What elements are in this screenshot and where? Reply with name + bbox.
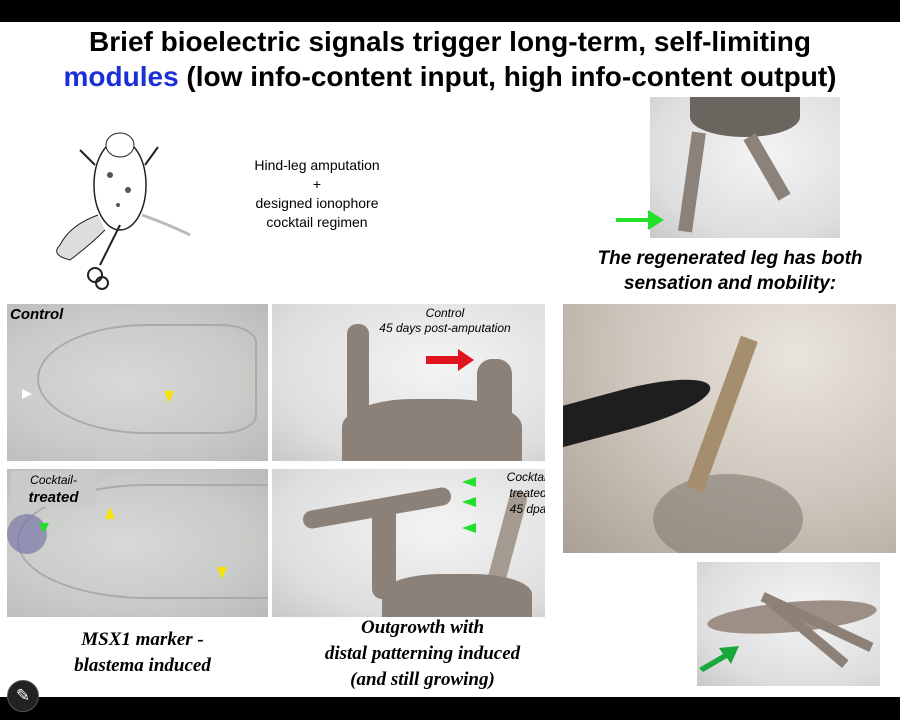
procedure-line: cocktail regimen <box>266 214 368 230</box>
caption-line: sensation and mobility: <box>623 273 837 294</box>
treated-frog-photo: Cocktail treated 45 dpa <box>272 469 545 617</box>
regenerated-leg-photo <box>650 97 840 238</box>
caption-line: The regenerated leg has both <box>597 248 863 269</box>
slide: Brief bioelectric signals trigger long-t… <box>0 22 900 697</box>
green-arrowhead-icon <box>39 523 49 533</box>
treated-photo-label: Cocktail treated 45 dpa <box>498 469 545 517</box>
sensation-test-photo <box>563 304 896 553</box>
green-arrowhead-icon <box>462 477 476 487</box>
title-line-1: Brief bioelectric signals trigger long-t… <box>89 26 811 57</box>
procedure-text: Hind-leg amputation + designed ionophore… <box>232 156 402 232</box>
edit-button[interactable]: ✎ <box>7 680 39 712</box>
caption-line: MSX1 marker - <box>81 629 204 650</box>
yellow-arrowhead-icon <box>105 507 115 519</box>
label-line: treated <box>28 489 79 506</box>
label-line: treated <box>509 486 545 500</box>
label-line: Cocktail- <box>30 473 77 487</box>
frog-illustration <box>56 132 191 290</box>
yellow-arrowhead-icon <box>164 391 174 403</box>
label-line: 45 dpa <box>509 502 545 516</box>
green-arrow-icon <box>616 210 664 230</box>
slide-title: Brief bioelectric signals trigger long-t… <box>0 24 900 94</box>
caption-line: (and still growing) <box>350 669 495 690</box>
green-arrow-icon <box>699 646 739 672</box>
title-highlight: modules <box>63 61 179 92</box>
treated-histology-image: Cocktail- treated <box>7 469 268 617</box>
label-line: 45 days post-amputation <box>379 321 511 335</box>
yellow-arrowhead-icon <box>217 567 227 579</box>
caption-line: distal patterning induced <box>324 643 521 664</box>
control-label: Control <box>10 306 64 323</box>
title-line-2: modules (low info-content input, high in… <box>0 59 900 94</box>
label-line: Cocktail <box>506 470 545 484</box>
control-photo-label: Control 45 days post-amputation <box>345 306 545 336</box>
green-arrowhead-icon <box>462 523 476 533</box>
control-frog-photo: Control 45 days post-amputation <box>272 304 545 461</box>
msx1-caption: MSX1 marker - blastema induced <box>50 627 235 679</box>
red-arrow-icon <box>426 349 474 371</box>
control-histology-image: Control <box>7 304 268 461</box>
caption-line: blastema induced <box>74 655 211 676</box>
pencil-icon: ✎ <box>15 686 31 705</box>
regenerated-caption: The regenerated leg has both sensation a… <box>570 246 890 296</box>
label-line: Control <box>425 306 465 320</box>
caption-line: Outgrowth with <box>360 617 485 638</box>
procedure-line: Hind-leg amputation <box>254 157 380 173</box>
treated-label: Cocktail- treated <box>11 471 96 507</box>
outgrowth-caption: Outgrowth with distal patterning induced… <box>300 615 545 693</box>
procedure-line: designed ionophore <box>255 195 379 211</box>
white-arrowhead-icon <box>22 389 32 399</box>
regenerated-foot-photo <box>697 562 880 686</box>
green-arrowhead-icon <box>462 497 476 507</box>
procedure-line: + <box>312 176 322 192</box>
title-rest: (low info-content input, high info-conte… <box>178 61 837 92</box>
